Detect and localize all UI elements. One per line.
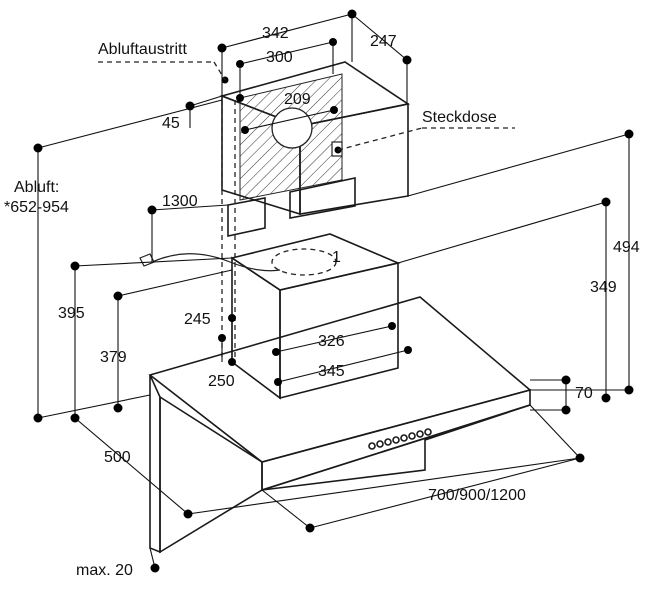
dim-300: 300 xyxy=(266,49,293,66)
exhaust-label-line1: Abluft: xyxy=(14,179,59,196)
dim-379: 379 xyxy=(100,349,127,366)
dim-247: 247 xyxy=(370,33,397,50)
dimension-dots xyxy=(33,9,634,573)
max-gap-label: max. 20 xyxy=(76,562,133,579)
dim-326: 326 xyxy=(318,333,345,350)
upper-chimney xyxy=(219,61,411,237)
dim-209: 209 xyxy=(284,91,311,108)
exhaust-outlet-label: Abluftaustritt xyxy=(98,41,187,58)
dim-342: 342 xyxy=(262,25,289,42)
dim-494: 494 xyxy=(613,239,640,256)
dim-70: 70 xyxy=(575,385,593,402)
dim-349: 349 xyxy=(590,279,617,296)
dim-500: 500 xyxy=(104,449,131,466)
socket-leader-tail xyxy=(337,127,423,151)
dim-1: 1 xyxy=(332,249,341,266)
dim-250: 250 xyxy=(208,373,235,390)
power-cord xyxy=(151,253,281,272)
exhaust-label-line2: *652-954 xyxy=(4,199,69,216)
dim-1300: 1300 xyxy=(162,193,198,210)
dim-45: 45 xyxy=(162,115,180,132)
dim-345: 345 xyxy=(318,363,345,380)
dim-395: 395 xyxy=(58,305,85,322)
dimension-lines xyxy=(37,13,630,569)
socket-label: Steckdose xyxy=(422,109,497,126)
dim-245: 245 xyxy=(184,311,211,328)
control-buttons xyxy=(368,428,432,450)
exhaust-outlet-leader-tail xyxy=(213,61,226,81)
width-options-label: 700/900/1200 xyxy=(428,487,526,504)
